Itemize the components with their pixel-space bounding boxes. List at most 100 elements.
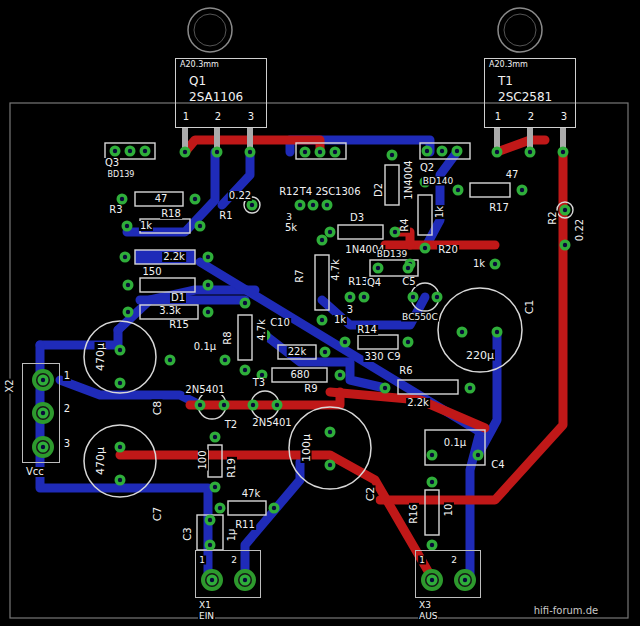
solder-pad	[317, 235, 328, 246]
copper-trace-top	[330, 392, 485, 428]
part-label: Q1	[188, 75, 207, 87]
screw-terminal	[34, 371, 52, 389]
part-label: 0.1µ	[443, 438, 467, 448]
part-label: 0.22	[228, 191, 252, 201]
solder-pad	[420, 243, 431, 254]
component-outline	[197, 515, 223, 550]
solder-pad	[300, 147, 311, 158]
part-label: R20	[437, 245, 459, 255]
part-label: 150	[141, 267, 162, 277]
mounting-hole	[188, 8, 232, 52]
solder-pad	[165, 355, 176, 366]
part-label: Vcc	[25, 467, 45, 477]
solder-pad	[427, 450, 438, 461]
capacitor-value: 470µ	[95, 446, 106, 476]
capacitor-value: 220µ	[465, 350, 495, 361]
screw-terminal	[423, 571, 441, 589]
component-outline	[228, 501, 266, 515]
capacitor-outline: 220µC1	[437, 287, 523, 373]
part-label: 3	[560, 112, 568, 122]
part-label: R2	[548, 210, 558, 225]
solder-pad	[195, 400, 206, 411]
part-label: R18	[160, 209, 182, 219]
part-label: BC550C	[401, 313, 439, 322]
solder-pad	[272, 400, 283, 411]
part-label: T2	[224, 420, 238, 430]
part-label: T4	[299, 187, 313, 197]
solder-pad	[180, 147, 191, 158]
part-label: 680	[289, 370, 310, 380]
solder-pad	[212, 147, 223, 158]
part-label: R7	[295, 268, 305, 283]
part-label: R14	[356, 325, 378, 335]
solder-pad	[210, 482, 221, 493]
part-label: 2	[527, 112, 535, 122]
capacitor-outline: 100µC2	[288, 406, 372, 490]
part-label: 3.3k	[158, 306, 182, 316]
part-label: R12	[278, 187, 300, 197]
part-label: 1k	[333, 315, 347, 325]
part-label: D1	[170, 293, 186, 303]
component-outline	[425, 490, 439, 535]
solder-pad	[427, 477, 438, 488]
component-outline	[338, 225, 383, 239]
screw-terminal-block: 12X3AUS	[415, 550, 481, 598]
solder-pad	[269, 503, 280, 514]
component-outline	[208, 445, 222, 477]
part-label: A20.3mm	[179, 61, 220, 69]
solder-pad	[240, 365, 251, 376]
part-label: R1	[218, 211, 233, 221]
part-label: 1	[418, 556, 426, 565]
part-label: 2SC1306	[314, 187, 361, 197]
component-outline	[140, 305, 198, 319]
part-label: 100	[198, 449, 208, 470]
copper-trace-top	[380, 152, 563, 500]
solder-pad	[203, 307, 214, 318]
solder-pad	[345, 292, 356, 303]
solder-pad	[330, 147, 341, 158]
part-label: BD139	[376, 250, 408, 259]
solder-pad	[220, 355, 231, 366]
part-label: 2	[450, 556, 458, 565]
capacitor-outline	[84, 425, 156, 497]
solder-pad	[203, 280, 214, 291]
part-label: Q4	[366, 278, 382, 288]
part-label: R19	[227, 457, 237, 479]
part-label: 3	[247, 112, 255, 122]
solder-pad	[295, 200, 306, 211]
part-label: X2	[5, 378, 15, 393]
solder-pad	[315, 147, 326, 158]
part-label: 0.1µ	[193, 342, 217, 352]
part-label: R16	[409, 503, 419, 525]
solder-pad	[525, 147, 536, 158]
part-label: C9	[386, 352, 401, 362]
copper-trace-bottom	[118, 290, 255, 330]
capacitor-outline	[84, 321, 156, 393]
part-label: 1k	[472, 259, 486, 269]
solder-pad	[248, 400, 259, 411]
capacitor-outline: 470µC7	[83, 424, 157, 498]
solder-pad	[340, 337, 351, 348]
part-label: T1	[497, 75, 514, 87]
solder-pad	[38, 375, 49, 386]
solder-pad	[205, 515, 216, 526]
part-label: AUS	[418, 612, 438, 621]
component-outline	[278, 345, 316, 359]
screw-terminal	[34, 404, 52, 422]
solder-pad	[403, 263, 414, 274]
part-label: 1	[494, 112, 502, 122]
copper-trace-top	[497, 140, 545, 152]
solder-pad	[110, 146, 121, 157]
part-label: 4.7k	[331, 258, 341, 282]
transistor-package: A20.3mmQ12SA1106123	[175, 58, 267, 128]
component-outline	[135, 192, 183, 206]
solder-pad	[560, 240, 571, 251]
capacitor-value: C1	[524, 299, 535, 316]
solder-pad	[38, 408, 49, 419]
part-label: 47k	[241, 489, 262, 499]
solder-pad	[308, 200, 319, 211]
part-label: 2SC2581	[497, 91, 553, 103]
part-label: 2	[63, 404, 71, 414]
solder-pad	[205, 540, 216, 551]
part-label: 2.2k	[162, 252, 186, 262]
